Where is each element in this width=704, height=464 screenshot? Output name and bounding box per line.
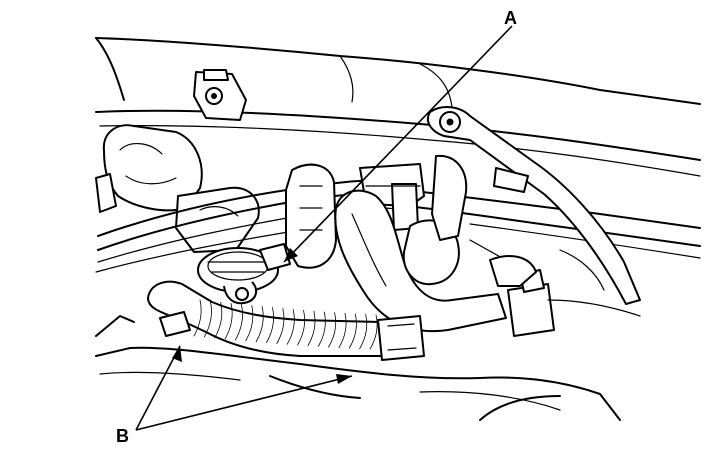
callout-b-leader-1 [135,345,181,431]
left-mount-bracket [193,69,247,121]
valve-sensor-a [197,243,291,305]
left-engine-block [95,124,260,253]
upper-body-panel [95,37,701,177]
hose-rib [286,309,295,345]
hose-rib [245,305,254,342]
right-lower-components [489,249,641,337]
hose-rib [297,309,306,346]
hose-ribs [193,299,378,350]
hose-rib [328,312,337,348]
right-mount-arm [426,106,641,305]
hose-rib [348,313,357,349]
hose-rib [235,304,243,341]
callout-b-leader-2 [135,375,353,431]
callout-b-arrowhead-1 [172,346,182,362]
hose-rib [193,299,202,337]
callout-b-label: B [116,426,129,446]
center-hose [334,189,507,333]
corrugated-hose-b [147,280,425,361]
callout-a-label: A [504,8,517,28]
hose-rib [224,302,233,340]
hose-rib [359,314,368,350]
hose-rib [214,301,223,339]
hose-rib [317,311,326,347]
lower-chassis [95,315,621,421]
callout-a: A [283,8,517,263]
callout-a-arrowhead [284,248,298,262]
callout-b-arrowhead-2 [336,374,352,384]
hose-rib [266,307,274,344]
callout-b: B [116,345,353,446]
hose-rib [255,306,264,343]
hose-rib [276,308,285,344]
hose-rib [369,314,378,350]
hose-clamp [377,315,425,361]
callout-a-leader [283,25,513,263]
hose-rib [307,310,316,347]
hose-rib [203,300,212,338]
hose-rib [338,312,347,349]
